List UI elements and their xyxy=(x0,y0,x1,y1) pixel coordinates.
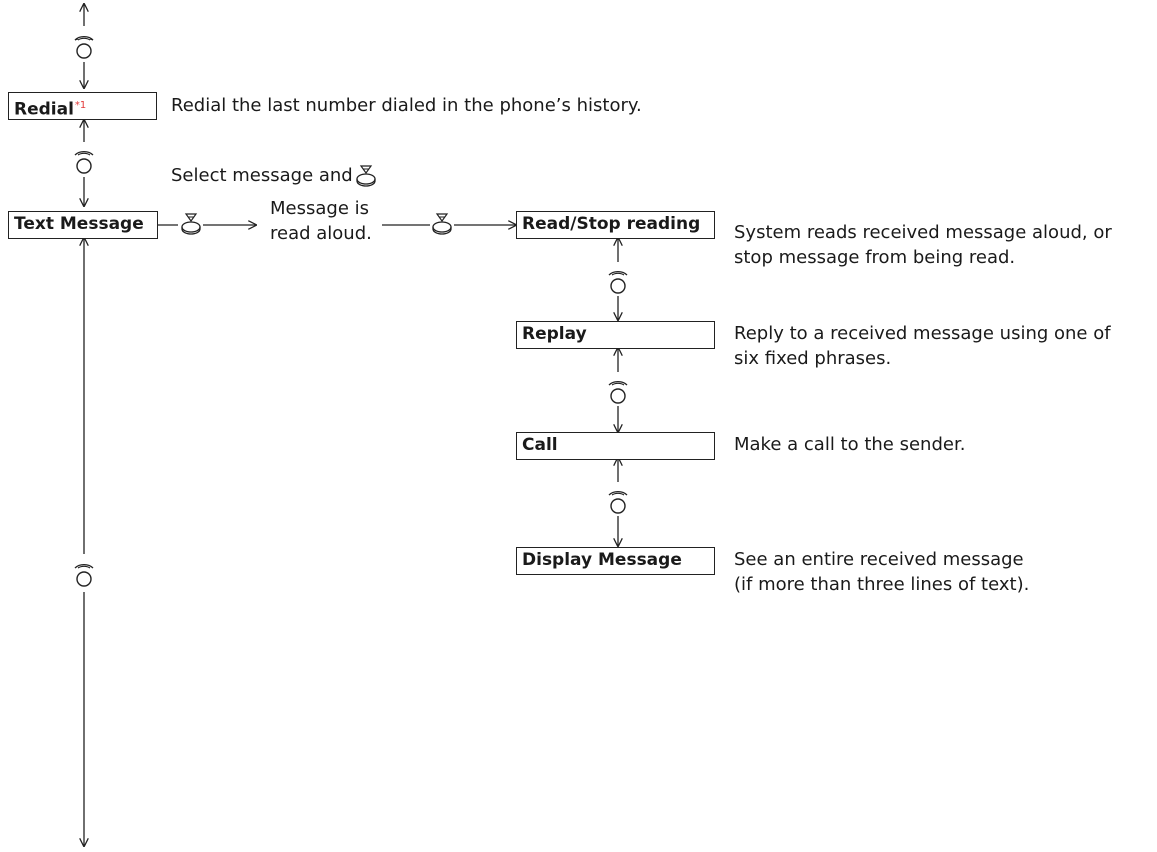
menu-item-redial-label: Redial xyxy=(14,99,74,120)
dial-rotate-icon xyxy=(74,563,94,587)
submenu-label: Display Message xyxy=(522,550,682,570)
description-line: System reads received message aloud, or xyxy=(734,222,1112,243)
description-line: stop message from being read. xyxy=(734,247,1016,268)
footnote-marker: *1 xyxy=(74,100,87,111)
description-line: See an entire received message xyxy=(734,549,1024,570)
submenu-replay[interactable]: Replay xyxy=(516,321,715,349)
description-line: (if more than three lines of text). xyxy=(734,574,1030,595)
dial-rotate-icon xyxy=(74,150,94,174)
menu-item-text-message-label: Text Message xyxy=(14,214,144,234)
display-message-description: See an entire received message (if more … xyxy=(734,547,1029,597)
redial-description: Redial the last number dialed in the pho… xyxy=(171,95,642,116)
description-line: Make a call to the sender. xyxy=(734,434,966,455)
message-read-aloud-note: Message is read aloud. xyxy=(270,196,372,246)
dial-rotate-icon xyxy=(74,35,94,59)
submenu-call[interactable]: Call xyxy=(516,432,715,460)
dial-press-icon xyxy=(432,213,452,235)
description-line: six fixed phrases. xyxy=(734,348,892,369)
submenu-display-message[interactable]: Display Message xyxy=(516,547,715,575)
read-stop-description: System reads received message aloud, or … xyxy=(734,220,1112,270)
dial-rotate-icon xyxy=(608,380,628,404)
replay-description: Reply to a received message using one of… xyxy=(734,321,1111,371)
submenu-label: Read/Stop reading xyxy=(522,214,701,234)
message-note-line: read aloud. xyxy=(270,223,372,244)
menu-item-text-message[interactable]: Text Message xyxy=(8,211,158,239)
dial-press-icon xyxy=(181,213,201,235)
submenu-label: Call xyxy=(522,435,558,455)
message-note-line: Message is xyxy=(270,198,369,219)
dial-rotate-icon xyxy=(608,270,628,294)
menu-item-redial[interactable]: Redial*1 xyxy=(8,92,157,120)
submenu-read-stop-reading[interactable]: Read/Stop reading xyxy=(516,211,715,239)
description-line: Reply to a received message using one of xyxy=(734,323,1111,344)
dial-rotate-icon xyxy=(608,490,628,514)
dial-press-icon xyxy=(356,165,376,187)
submenu-label: Replay xyxy=(522,324,587,344)
select-message-hint: Select message and xyxy=(171,165,353,186)
call-description: Make a call to the sender. xyxy=(734,432,965,457)
